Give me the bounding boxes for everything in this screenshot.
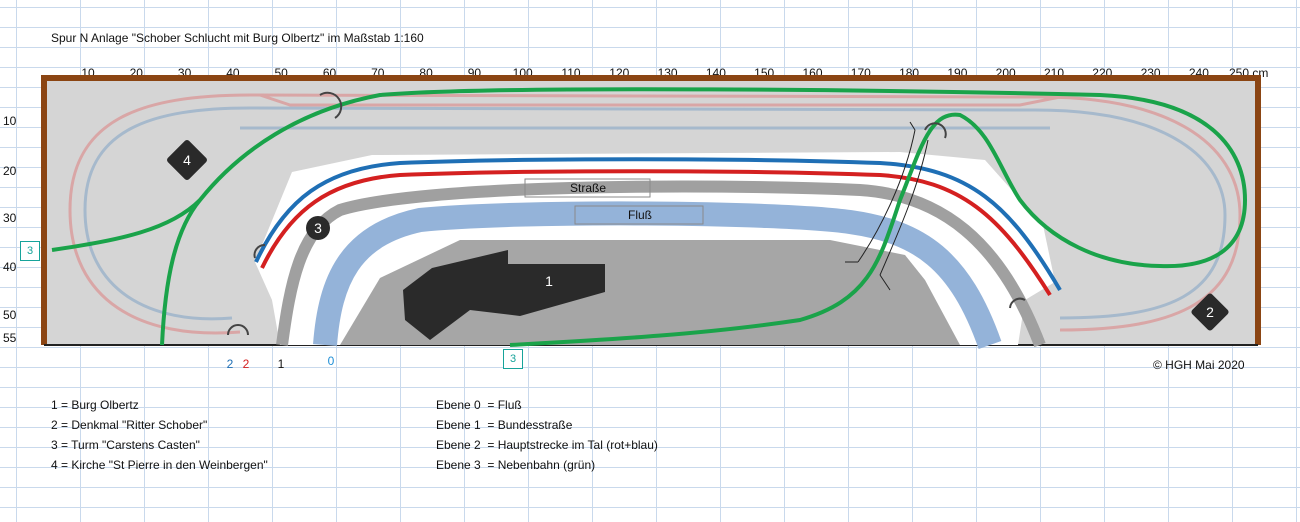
tunnel-portals [227,91,1026,336]
monument-marker [1191,293,1229,331]
copyright: © HGH Mai 2020 [1153,358,1245,372]
legend-level-item: Ebene 1 = Bundesstraße [436,418,573,432]
y-axis-tick: 50 [3,308,17,322]
level-exit-label: 1 [277,357,285,371]
main-track-red [260,169,1052,297]
legend-level-item: Ebene 2 = Hauptstrecke im Tal (rot+blau) [436,438,658,452]
legend-level-item: Ebene 0 = Fluß [436,398,522,412]
strasse-label-box [524,178,651,198]
legend-landmark-item: 4 = Kirche "St Pierre in den Weinbergen" [51,458,268,472]
board-frame [41,75,1261,345]
tower-marker [306,216,330,240]
main-track-blue [254,157,1062,292]
fluss-label-box [574,205,704,225]
marker-4-label: 4 [183,152,191,168]
level-exit-label: 2 [226,357,234,371]
legend-landmark-item: 3 = Turm "Carstens Casten" [51,438,200,452]
bridge [845,121,929,291]
y-axis-tick: 40 [3,260,17,274]
y-axis-tick: 30 [3,211,17,225]
track-level-box-bottom: 3 [503,349,523,369]
marker-3-label: 3 [314,220,322,236]
river [313,201,1002,349]
branch-track-green [51,87,1248,347]
castle-marker [403,250,605,340]
diagram-title: Spur N Anlage "Schober Schlucht mit Burg… [51,31,424,45]
y-axis-tick: 20 [3,164,17,178]
hidden-tracks [68,93,1242,335]
marker-1-label: 1 [545,273,553,289]
level-exit-label: 2 [242,357,250,371]
strasse-label: Straße [570,181,606,195]
legend-landmark-item: 2 = Denkmal "Ritter Schober" [51,418,208,432]
road [276,180,1046,348]
y-axis-tick: 10 [3,114,17,128]
y-axis-tick: 55 [3,331,17,345]
church-marker [167,140,207,180]
legend-landmark-item: 1 = Burg Olbertz [51,398,139,412]
branch-track-green-spur [160,198,202,346]
legend-level-item: Ebene 3 = Nebenbahn (grün) [436,458,596,472]
track-level-box-left: 3 [20,241,40,261]
level-exit-label: 0 [327,354,335,368]
marker-2-label: 2 [1206,304,1214,320]
fluss-label: Fluß [628,208,652,222]
